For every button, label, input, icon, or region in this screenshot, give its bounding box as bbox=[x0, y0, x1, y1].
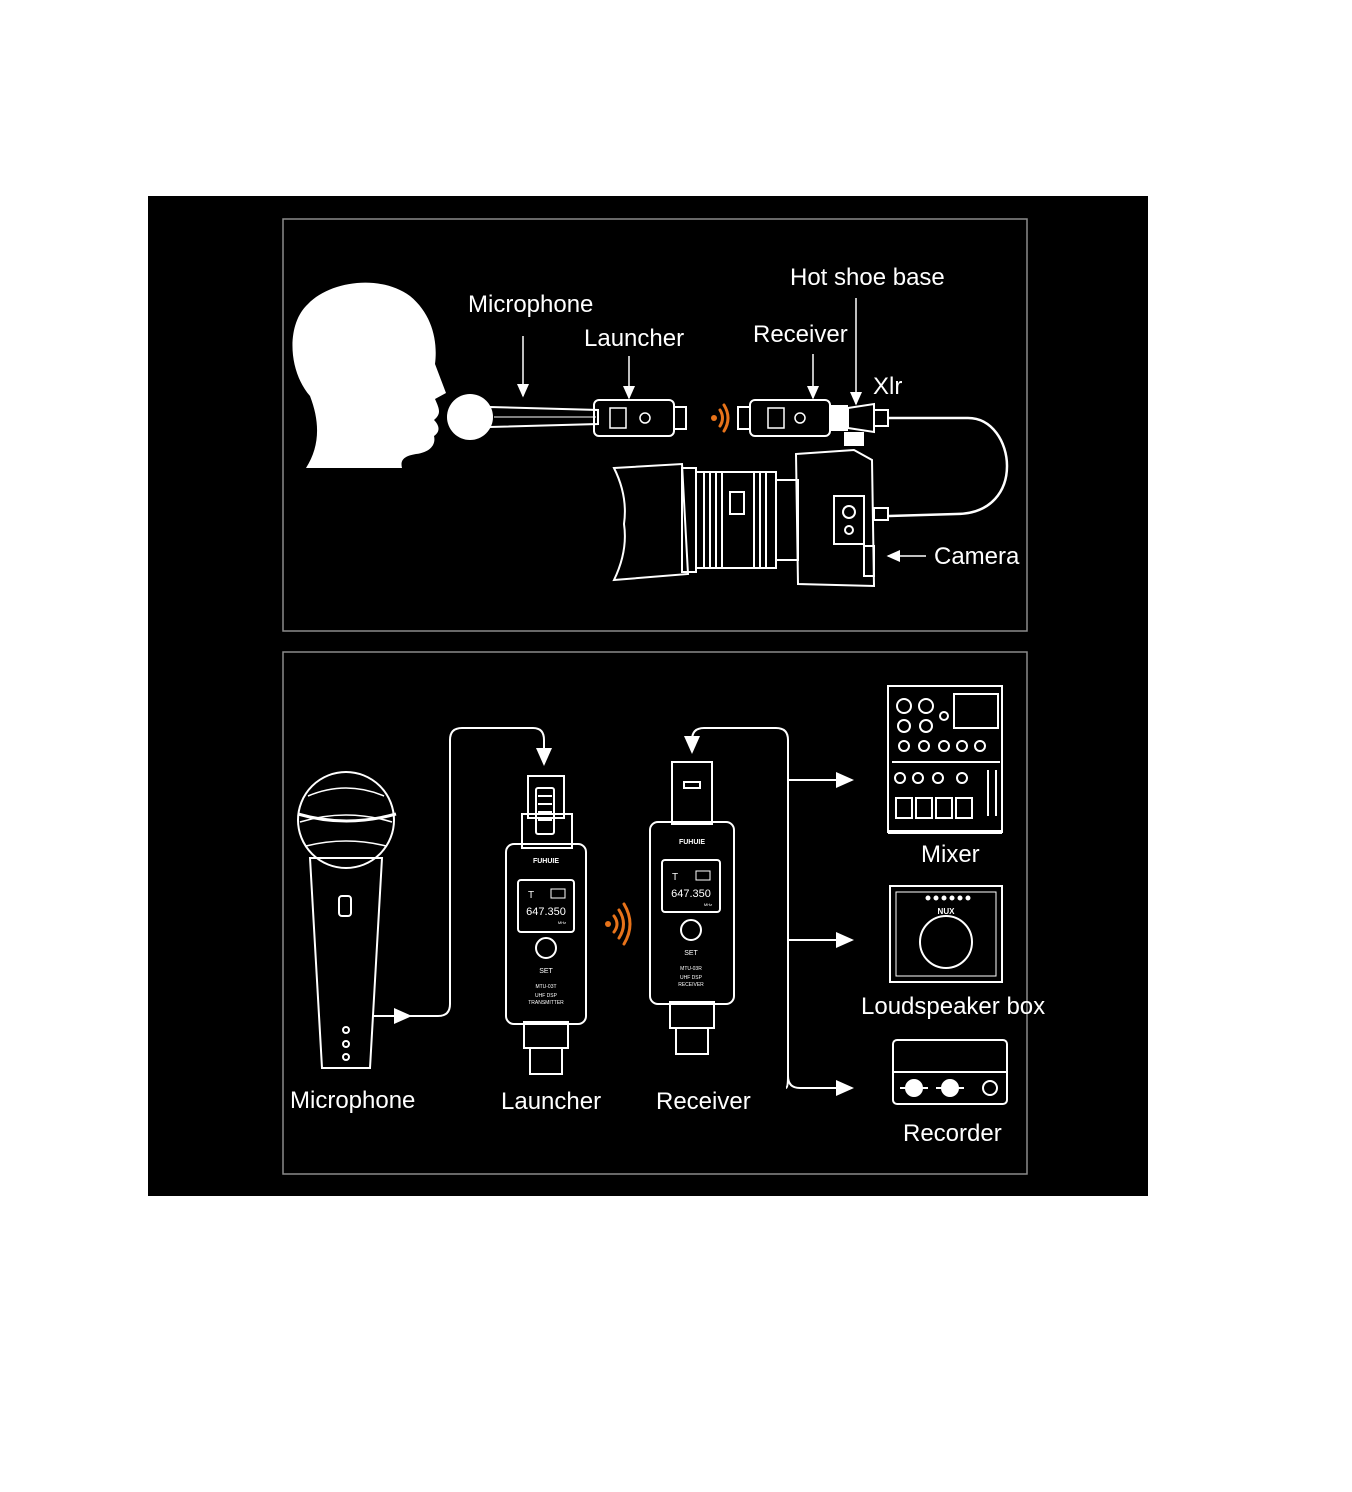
bottom-label-launcher: Launcher bbox=[501, 1088, 601, 1115]
bottom-panel-frame bbox=[282, 651, 1028, 1175]
receiver-battery-icon bbox=[695, 870, 711, 881]
launcher-model: MTU-03T bbox=[535, 984, 556, 990]
top-panel-frame bbox=[282, 218, 1028, 632]
camera-lens bbox=[612, 462, 799, 582]
launcher-frequency: 647.350 bbox=[526, 906, 566, 918]
receiver-model: MTU-03R bbox=[680, 966, 702, 972]
loudspeaker-icon bbox=[889, 885, 1003, 983]
top-launcher bbox=[593, 399, 687, 437]
xlr-adapter bbox=[830, 402, 889, 446]
top-label-receiver: Receiver bbox=[753, 321, 848, 348]
top-pointers bbox=[517, 298, 926, 562]
bottom-signal-icon bbox=[605, 902, 632, 946]
camera-body bbox=[794, 448, 889, 588]
receiver-frequency: 647.350 bbox=[671, 888, 711, 900]
diagram-canvas: Microphone Launcher Receiver Hot shoe ba… bbox=[148, 196, 1148, 1196]
receiver-caption-1: UHF DSP bbox=[680, 975, 703, 981]
top-label-launcher: Launcher bbox=[584, 325, 684, 352]
receiver-caption-2: RECEIVER bbox=[678, 982, 704, 988]
bottom-label-mixer: Mixer bbox=[921, 841, 980, 868]
top-label-xlr: Xlr bbox=[873, 373, 902, 400]
top-panel: Microphone Launcher Receiver Hot shoe ba… bbox=[282, 218, 1028, 632]
bottom-receiver bbox=[649, 761, 735, 1055]
top-signal-icon bbox=[711, 403, 730, 433]
bottom-label-receiver: Receiver bbox=[656, 1088, 751, 1115]
top-microphone bbox=[447, 394, 599, 440]
bottom-launcher bbox=[505, 775, 587, 1075]
speaker-brand: NUX bbox=[938, 907, 956, 916]
bottom-label-recorder: Recorder bbox=[903, 1120, 1002, 1147]
top-label-camera: Camera bbox=[934, 543, 1020, 570]
bottom-microphone bbox=[297, 771, 397, 1069]
bottom-panel: FUHUIE T 647.350 MHz SET MTU-03T UHF DSP… bbox=[282, 651, 1045, 1175]
launcher-brand: FUHUIE bbox=[533, 858, 559, 865]
launcher-caption-1: UHF DSP bbox=[535, 993, 558, 999]
top-receiver bbox=[737, 399, 831, 437]
head-silhouette bbox=[292, 282, 446, 468]
top-label-microphone: Microphone bbox=[468, 291, 593, 318]
launcher-unit: MHz bbox=[558, 920, 566, 925]
bottom-label-microphone: Microphone bbox=[290, 1087, 415, 1114]
mixer-icon bbox=[887, 685, 1003, 834]
receiver-unit: MHz bbox=[704, 902, 712, 907]
receiver-set-label: SET bbox=[684, 950, 698, 957]
connection-lines bbox=[372, 727, 854, 1096]
launcher-set-label: SET bbox=[539, 968, 553, 975]
launcher-caption-2: TRANSMITTER bbox=[528, 1000, 564, 1006]
receiver-brand: FUHUIE bbox=[679, 839, 705, 846]
recorder-icon bbox=[892, 1039, 1008, 1105]
xlr-cable bbox=[887, 416, 1009, 518]
receiver-antenna-icon: T bbox=[672, 872, 678, 883]
top-label-hot-shoe-base: Hot shoe base bbox=[790, 264, 945, 291]
launcher-antenna-icon: T bbox=[528, 890, 534, 901]
launcher-battery-icon bbox=[550, 888, 566, 899]
diagram-svg: Microphone Launcher Receiver Hot shoe ba… bbox=[282, 218, 1045, 1175]
bottom-label-loudspeaker-box: Loudspeaker box bbox=[861, 993, 1045, 1020]
